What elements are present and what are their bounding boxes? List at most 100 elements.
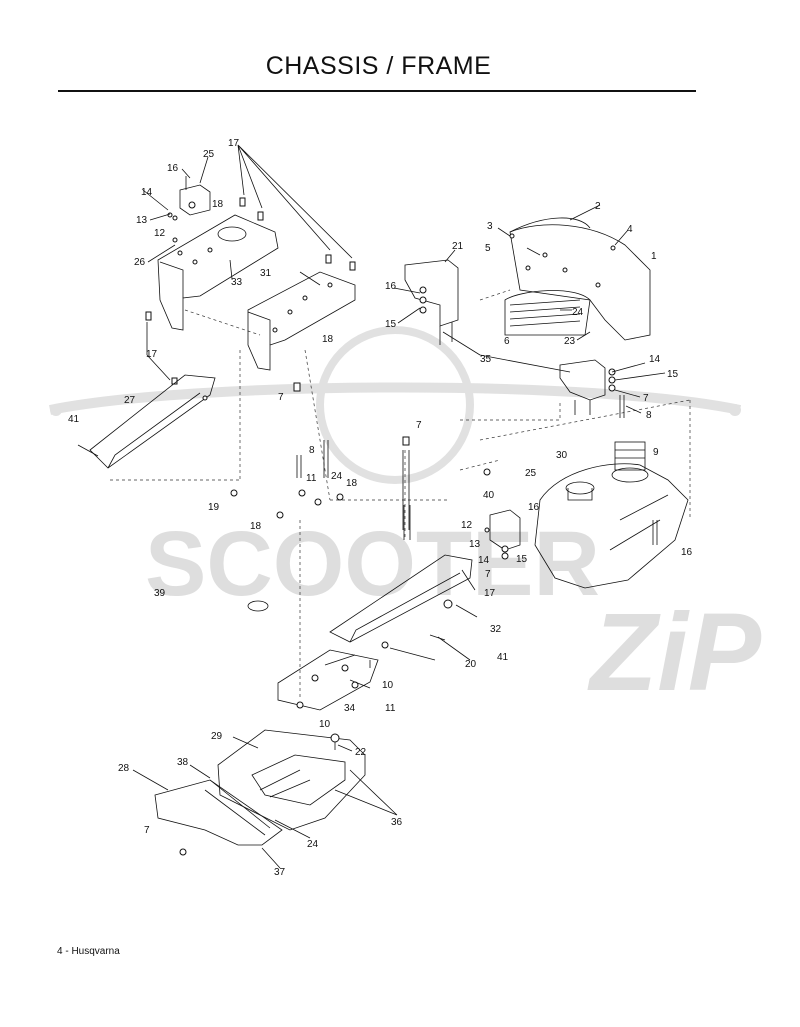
watermark: SCOOTER ZiP <box>49 326 762 714</box>
part-label: 11 <box>385 703 396 714</box>
part-label: 33 <box>231 277 243 288</box>
part-label: 16 <box>528 502 540 513</box>
part-label: 34 <box>344 703 356 714</box>
front-panel <box>154 779 283 856</box>
part-label: 23 <box>564 336 576 347</box>
page-footer: 4 - Husqvarna <box>57 946 120 957</box>
watermark-dot-left <box>50 404 62 416</box>
part-label: 28 <box>118 763 130 774</box>
fender-grille <box>509 299 581 327</box>
part-label: 18 <box>346 478 358 489</box>
dash-8 <box>479 399 691 441</box>
part-label: 9 <box>653 447 659 458</box>
part-label: 17 <box>146 349 158 360</box>
part-label: 25 <box>525 468 537 479</box>
dash-10 <box>459 459 501 471</box>
floor-pan <box>217 729 366 831</box>
part-label: 20 <box>465 659 477 670</box>
right-side-rail <box>329 554 473 649</box>
part-label: 10 <box>319 719 331 730</box>
bolts <box>145 197 658 545</box>
part-label: 12 <box>154 228 166 239</box>
part-label: 16 <box>681 547 693 558</box>
part-label: 15 <box>516 554 528 565</box>
part-label: 26 <box>134 257 146 268</box>
part-label: 38 <box>177 757 189 768</box>
part-label: 37 <box>274 867 286 878</box>
part-labels: 17 16 25 14 18 13 12 26 33 31 18 17 27 4… <box>68 138 693 878</box>
part-label: 13 <box>136 215 148 226</box>
part-label: 12 <box>461 520 473 531</box>
part-label: 41 <box>497 652 509 663</box>
part-label: 17 <box>228 138 240 149</box>
left-side-rail <box>77 374 216 469</box>
part-label: 16 <box>385 281 397 292</box>
part-label: 7 <box>278 392 284 403</box>
watermark-dot-right <box>729 404 741 416</box>
part-label: 22 <box>355 747 367 758</box>
part-label: 1 <box>651 251 657 262</box>
right-bracket <box>247 271 356 371</box>
part-label: 14 <box>141 187 153 198</box>
part-label: 10 <box>382 680 394 691</box>
part-label: 16 <box>167 163 179 174</box>
dash-6 <box>479 289 511 301</box>
fender-shroud <box>504 217 651 341</box>
bracket-21 <box>404 259 459 345</box>
part-label: 18 <box>322 334 334 345</box>
part-label: 40 <box>483 490 495 501</box>
part-label: 7 <box>643 393 649 404</box>
part-label: 15 <box>667 369 679 380</box>
part-label: 39 <box>154 588 166 599</box>
part-label: 8 <box>309 445 315 456</box>
fuel-tank <box>534 441 689 589</box>
part-label: 14 <box>478 555 490 566</box>
part-label: 25 <box>203 149 215 160</box>
part-label: 11 <box>306 473 317 484</box>
title-rule <box>58 90 696 92</box>
bracket-35 <box>559 359 616 415</box>
part-label: 7 <box>144 825 150 836</box>
plate-34 <box>277 649 379 711</box>
dash-1 <box>184 309 261 336</box>
part-label: 5 <box>485 243 491 254</box>
part-label: 7 <box>416 420 422 431</box>
part-label: 14 <box>649 354 661 365</box>
dash-7 <box>460 400 561 421</box>
top-small-bracket <box>167 176 211 221</box>
grommet <box>247 600 269 612</box>
page-title: CHASSIS / FRAME <box>265 52 492 80</box>
part-label: 17 <box>484 588 496 599</box>
watermark-text-main: SCOOTER <box>145 513 600 615</box>
part-label: 35 <box>480 354 492 365</box>
part-label: 21 <box>452 241 464 252</box>
part-label: 6 <box>504 336 510 347</box>
part-label: 13 <box>469 539 481 550</box>
part-label: 24 <box>307 839 319 850</box>
part-label: 31 <box>260 268 272 279</box>
part-label: 30 <box>556 450 568 461</box>
part-label: 3 <box>487 221 493 232</box>
watermark-swoosh <box>49 382 742 415</box>
part-label: 18 <box>250 521 262 532</box>
part-label: 18 <box>212 199 224 210</box>
left-bracket <box>157 214 279 331</box>
part-label: 29 <box>211 731 223 742</box>
dash-3 <box>304 349 331 501</box>
part-label: 19 <box>208 502 220 513</box>
part-label: 4 <box>627 224 633 235</box>
part-label: 41 <box>68 414 80 425</box>
bracket-40 <box>484 509 521 560</box>
watermark-text-script: ZiP <box>587 591 762 714</box>
part-label: 8 <box>646 410 652 421</box>
part-label: 2 <box>595 201 601 212</box>
part-label: 7 <box>485 569 491 580</box>
part-label: 27 <box>124 395 136 406</box>
part-label: 32 <box>490 624 502 635</box>
part-label: 24 <box>331 471 343 482</box>
assembly-lines <box>110 289 691 700</box>
leader-lines <box>132 144 666 869</box>
part-label: 24 <box>572 307 584 318</box>
part-label: 15 <box>385 319 397 330</box>
